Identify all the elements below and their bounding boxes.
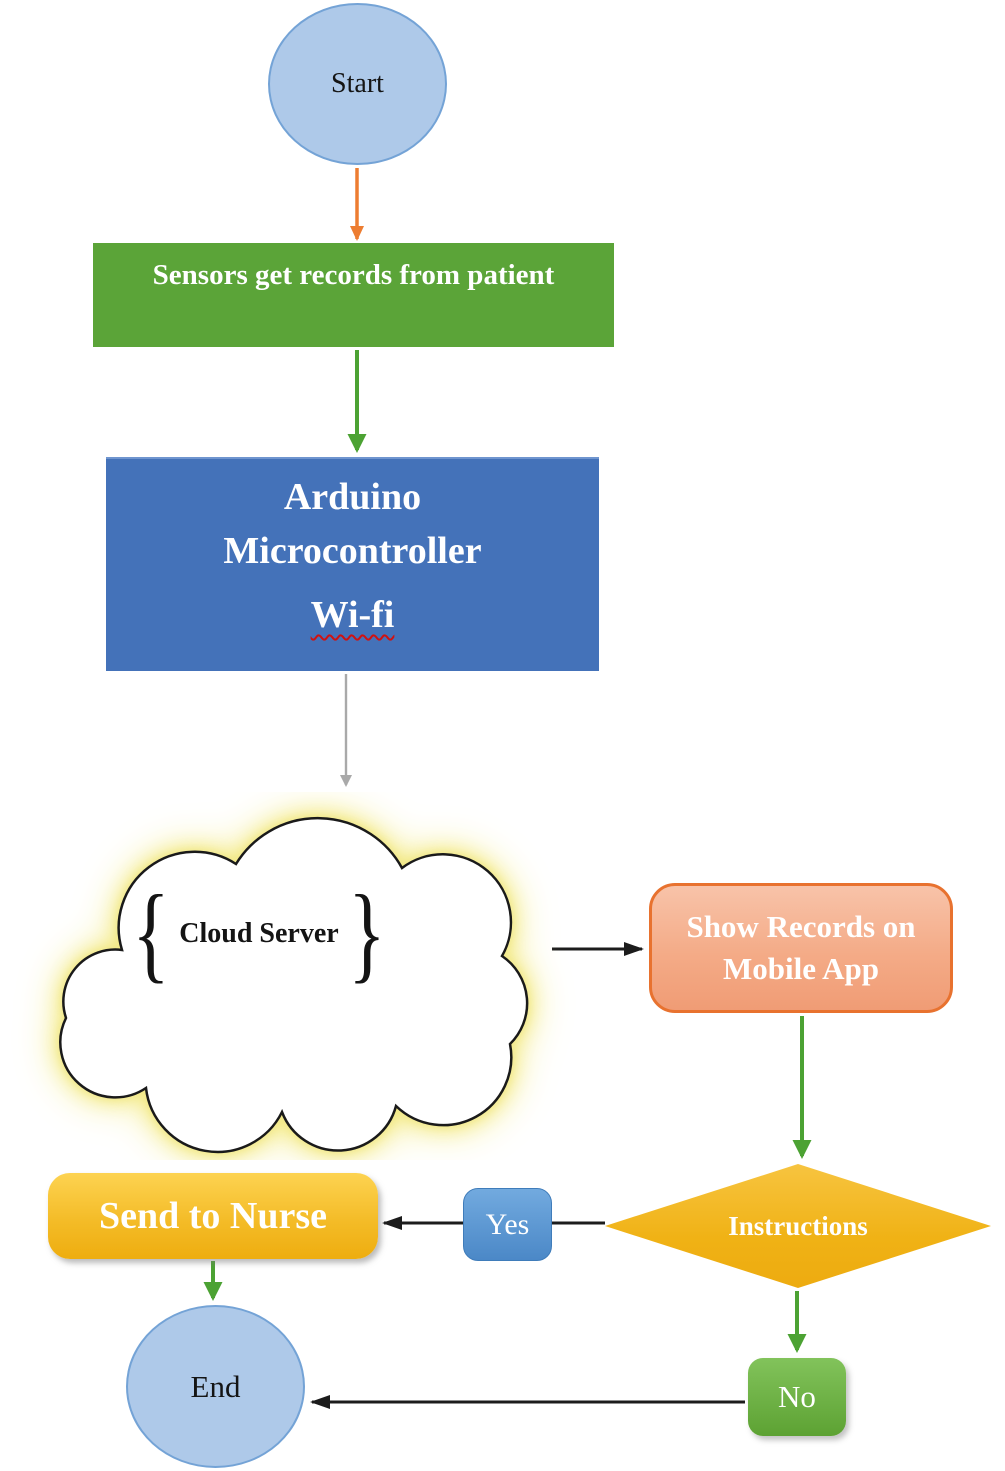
cloud-server-label: Cloud Server bbox=[179, 918, 339, 949]
show-records-label: Show Records on Mobile App bbox=[686, 909, 916, 986]
yes-connector-label: Yes bbox=[463, 1188, 552, 1261]
cloud-server-label-group: { Cloud Server } bbox=[125, 878, 393, 990]
show-records-box: Show Records on Mobile App bbox=[649, 883, 953, 1013]
start-label: Start bbox=[331, 68, 384, 99]
no-connector-label: No bbox=[748, 1358, 846, 1436]
sensors-process-box: Sensors get records from patient bbox=[93, 243, 614, 347]
no-label: No bbox=[778, 1379, 816, 1414]
send-to-nurse-box: Send to Nurse bbox=[48, 1173, 378, 1259]
wifi-label: Wi-fi bbox=[310, 593, 395, 636]
yes-label: Yes bbox=[485, 1207, 530, 1241]
arduino-label-line2: Microcontroller bbox=[223, 529, 482, 572]
brace-right: } bbox=[348, 874, 386, 994]
end-label: End bbox=[190, 1368, 241, 1404]
instructions-label: Instructions bbox=[728, 1210, 868, 1241]
end-terminator: End bbox=[126, 1305, 305, 1468]
cloud-shape bbox=[59, 816, 529, 1154]
brace-left: { bbox=[132, 874, 170, 994]
start-terminator: Start bbox=[268, 3, 447, 165]
send-to-nurse-label: Send to Nurse bbox=[98, 1195, 328, 1237]
arduino-label-line1: Arduino bbox=[283, 476, 422, 518]
cloud-outline bbox=[59, 816, 529, 1154]
arduino-process-box: Arduino Microcontroller Wi-fi bbox=[106, 457, 599, 671]
sensors-label: Sensors get records from patient bbox=[152, 259, 555, 291]
